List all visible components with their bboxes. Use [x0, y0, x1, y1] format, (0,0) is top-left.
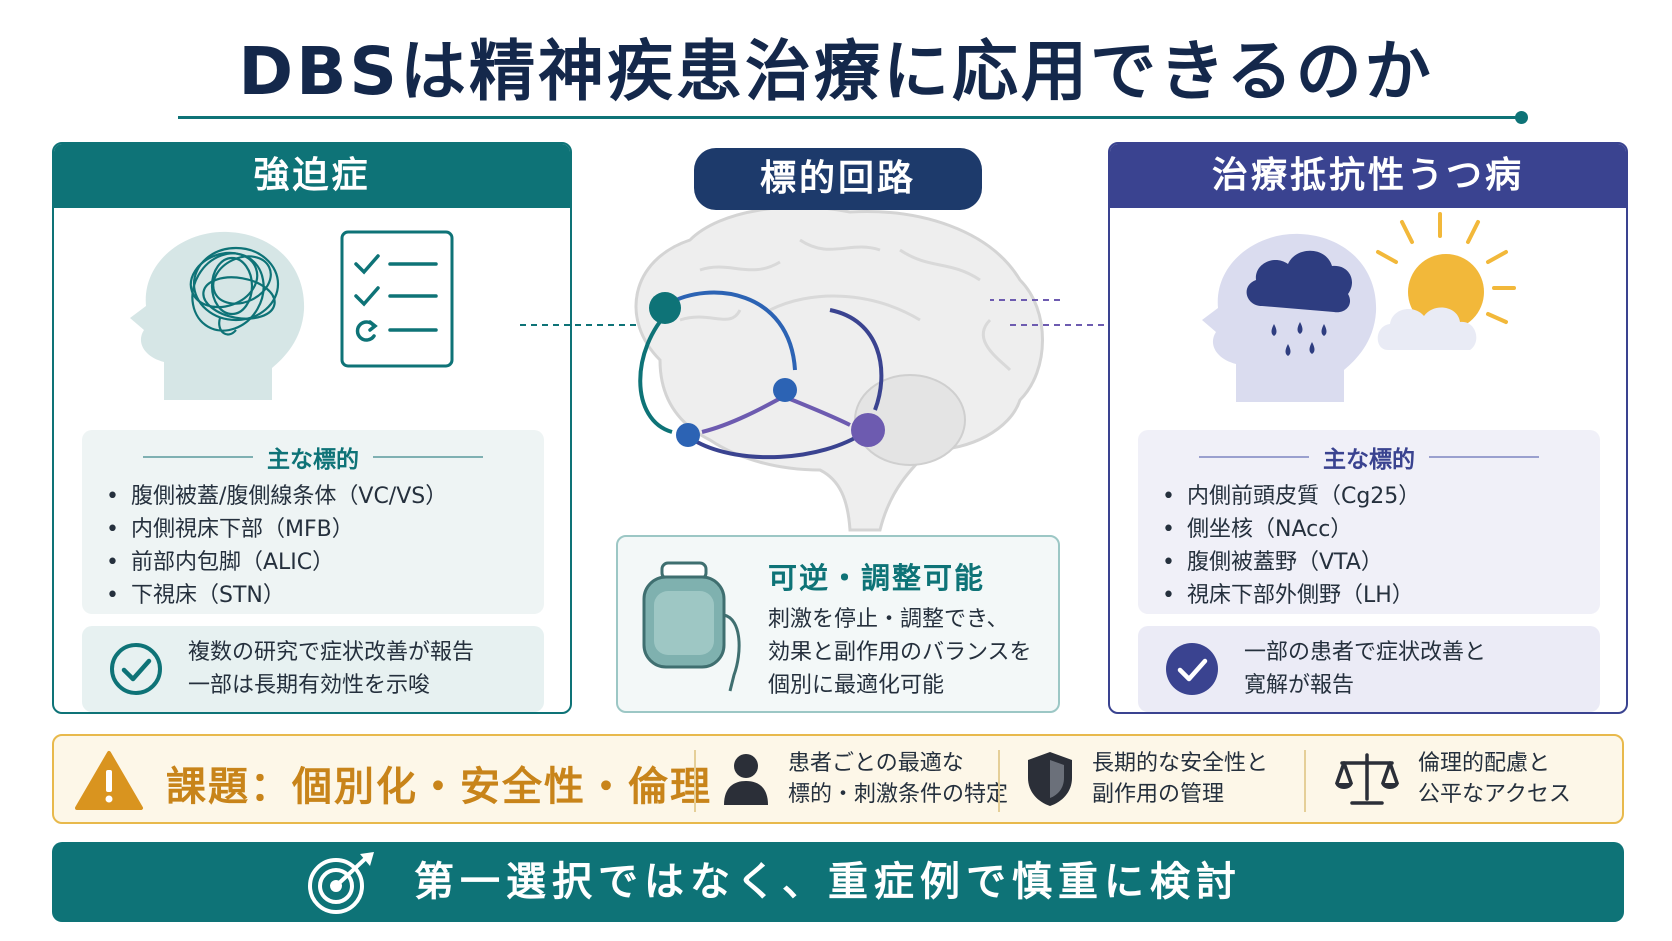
divider — [694, 750, 696, 812]
targets-title-rule-right — [373, 456, 483, 458]
ocd-result-line: 複数の研究で症状改善が報告 — [188, 640, 475, 665]
challenge-item-line: 倫理的配慮と — [1418, 751, 1551, 776]
challenge-bar: 課題：個別化・安全性・倫理 患者ごとの最適な 標的・刺激条件の特定 長期的な安全… — [52, 734, 1624, 824]
device-text-line: 個別に最適化可能 — [768, 673, 945, 698]
list-item: 前部内包脚（ALIC） — [106, 546, 520, 579]
challenge-item-ethics: 倫理的配慮と 公平なアクセス — [1334, 748, 1571, 810]
list-item: 腹側被蓋/腹側線条体（VC/VS） — [106, 480, 520, 513]
rain-cloud-head-icon — [1202, 233, 1377, 402]
challenge-item-personalization: 患者ごとの最適な 標的・刺激条件の特定 — [722, 748, 1008, 810]
device-info-box: 可逆・調整可能 刺激を停止・調整でき、 効果と副作用のバランスを 個別に最適化可… — [616, 535, 1060, 713]
conclusion-banner: 第一選択ではなく、重症例で慎重に検討 — [52, 842, 1624, 922]
ocd-targets-title: 主な標的 — [267, 447, 359, 473]
page-title: DBSは精神疾患治療に応用できるのか — [238, 33, 1434, 110]
title-underline-dot — [1515, 111, 1528, 124]
targets-title-rule-right — [1429, 456, 1539, 458]
scale-icon — [1335, 753, 1399, 805]
list-item: 内側前頭皮質（Cg25） — [1162, 480, 1576, 513]
target-circuit-label: 標的回路 — [694, 148, 982, 210]
title-underline — [178, 116, 1522, 119]
connector-dashed-right — [1010, 324, 1106, 326]
check-circle-icon — [110, 643, 162, 695]
ocd-result-line: 一部は長期有効性を示唆 — [188, 673, 431, 698]
depression-result-line: 一部の患者で症状改善と — [1244, 640, 1487, 665]
connector-dashed-left — [520, 324, 640, 326]
challenge-item-safety: 長期的な安全性と 副作用の管理 — [1026, 748, 1268, 810]
divider — [1304, 750, 1306, 812]
sun-icon — [1376, 212, 1516, 350]
target-icon — [308, 852, 374, 914]
device-title: 可逆・調整可能 — [768, 561, 986, 595]
depression-targets-box: 主な標的 内側前頭皮質（Cg25） 側坐核（NAcc） 腹側被蓋野（VTA） 視… — [1138, 430, 1600, 614]
stimulator-device-icon — [642, 561, 741, 692]
list-item: 側坐核（NAcc） — [1162, 513, 1576, 546]
ocd-panel-heading: 強迫症 — [54, 144, 570, 208]
list-item: 内側視床下部（MFB） — [106, 513, 520, 546]
targets-title-rule-left — [143, 456, 253, 458]
challenge-title: 課題：個別化・安全性・倫理 — [166, 764, 712, 810]
shield-icon — [1028, 752, 1072, 806]
tangled-head-icon — [130, 231, 305, 400]
challenge-item-line: 公平なアクセス — [1418, 782, 1571, 807]
depression-result-box: 一部の患者で症状改善と 寛解が報告 — [1138, 626, 1600, 712]
check-circle-icon — [1166, 643, 1218, 695]
challenge-item-line: 長期的な安全性と — [1092, 751, 1269, 776]
divider — [998, 750, 1000, 812]
list-item: 下視床（STN） — [106, 579, 520, 612]
depression-targets-title: 主な標的 — [1323, 447, 1415, 473]
challenge-item-line: 患者ごとの最適な — [788, 751, 964, 776]
device-text-line: 刺激を停止・調整でき、 — [768, 607, 1009, 632]
ocd-panel: 強迫症 主な標的 腹側被蓋/腹側線条体（VC/VS） 内側視床下部（M — [52, 142, 572, 714]
depression-panel-heading: 治療抵抗性うつ病 — [1110, 144, 1626, 208]
targets-title-rule-left — [1199, 456, 1309, 458]
warning-icon — [75, 751, 143, 810]
device-text-line: 効果と副作用のバランスを — [768, 640, 1032, 665]
depression-panel: 治療抵抗性うつ病 主な標的 内側前頭皮質（Cg25） 側坐核（NAcc） 腹側被… — [1108, 142, 1628, 714]
depression-targets-list: 内側前頭皮質（Cg25） 側坐核（NAcc） 腹側被蓋野（VTA） 視床下部外側… — [1162, 480, 1576, 612]
challenge-item-line: 副作用の管理 — [1092, 782, 1225, 807]
conclusion-text: 第一選択ではなく、重症例で慎重に検討 — [414, 859, 1242, 905]
challenge-item-line: 標的・刺激条件の特定 — [788, 782, 1009, 807]
ocd-targets-box: 主な標的 腹側被蓋/腹側線条体（VC/VS） 内側視床下部（MFB） 前部内包脚… — [82, 430, 544, 614]
brain-circuit-diagram — [634, 205, 1060, 532]
person-icon — [724, 754, 768, 805]
list-item: 腹側被蓋野（VTA） — [1162, 546, 1576, 579]
ocd-targets-list: 腹側被蓋/腹側線条体（VC/VS） 内側視床下部（MFB） 前部内包脚（ALIC… — [106, 480, 520, 612]
ocd-result-box: 複数の研究で症状改善が報告 一部は長期有効性を示唆 — [82, 626, 544, 712]
list-item: 視床下部外側野（LH） — [1162, 579, 1576, 612]
checklist-icon — [340, 230, 454, 368]
depression-result-line: 寛解が報告 — [1244, 673, 1355, 698]
